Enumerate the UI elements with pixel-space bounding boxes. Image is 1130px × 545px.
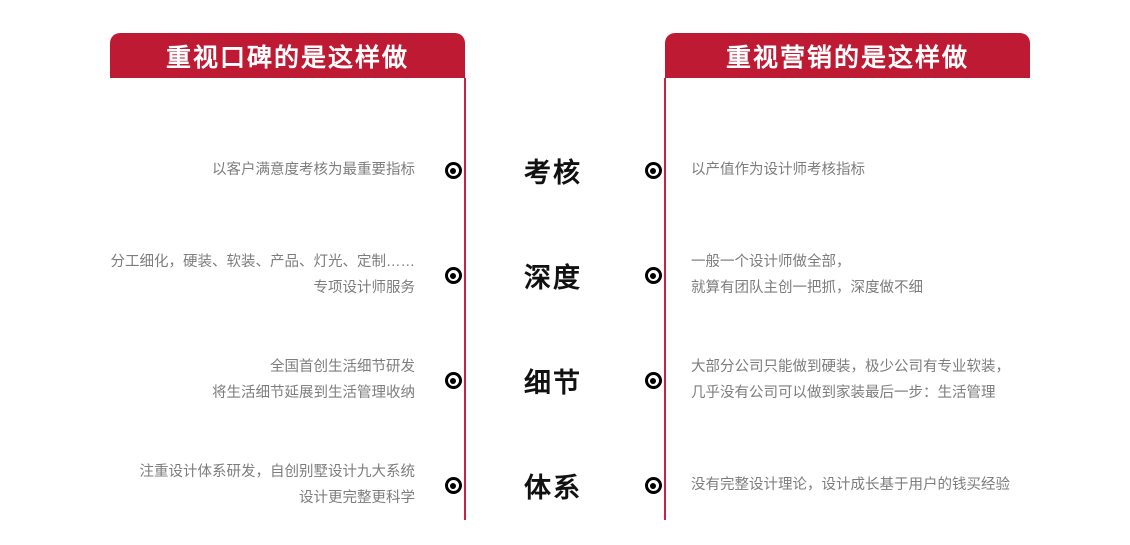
target-dot-icon — [644, 477, 662, 494]
target-dot-icon — [444, 372, 462, 389]
row-right-text: 以产值作为设计师考核指标 — [666, 158, 1130, 183]
target-dot-icon — [644, 267, 662, 284]
header-banner-right: 重视营销的是这样做 — [665, 33, 1030, 78]
row-category-label: 深度 — [524, 263, 582, 293]
spine-line-right — [664, 78, 666, 520]
header-banner-left: 重视口碑的是这样做 — [110, 33, 465, 78]
row-left-text: 以客户满意度考核为最重要指标 — [0, 158, 440, 183]
row-right-line: 就算有团队主创一把抓，深度做不细 — [691, 279, 923, 296]
row-left-line: 设计更完整更科学 — [299, 489, 415, 506]
row-category-label: 考核 — [524, 158, 582, 188]
row-left-line: 全国首创生活细节研发 — [270, 359, 415, 376]
marker-slot-left — [440, 372, 466, 389]
target-dot-icon — [644, 372, 662, 389]
row-right-text: 没有完整设计理论，设计成长基于用户的钱买经验 — [666, 473, 1130, 498]
row-category-label: 体系 — [524, 473, 582, 503]
table-row: 分工细化，硬装、软装、产品、灯光、定制…… 专项设计师服务 深度 一般一个设计师… — [0, 223, 1130, 328]
row-right-line: 几乎没有公司可以做到家装最后一步：生活管理 — [691, 384, 996, 401]
target-dot-icon — [444, 162, 462, 179]
comparison-rows: 以客户满意度考核为最重要指标 考核 以产值作为设计师考核指标 分工细化，硬装、软… — [0, 118, 1130, 538]
marker-slot-right — [640, 267, 666, 284]
row-right-line: 一般一个设计师做全部， — [691, 254, 851, 271]
row-left-line: 将生活细节延展到生活管理收纳 — [212, 384, 415, 401]
row-left-text: 分工细化，硬装、软装、产品、灯光、定制…… 专项设计师服务 — [0, 250, 440, 301]
row-category-label: 细节 — [524, 368, 582, 398]
marker-slot-right — [640, 372, 666, 389]
row-left-line: 以客户满意度考核为最重要指标 — [212, 161, 415, 178]
row-right-text: 一般一个设计师做全部， 就算有团队主创一把抓，深度做不细 — [666, 250, 1130, 301]
row-right-line: 以产值作为设计师考核指标 — [691, 161, 865, 178]
marker-slot-left — [440, 267, 466, 284]
row-left-text: 全国首创生活细节研发 将生活细节延展到生活管理收纳 — [0, 355, 440, 406]
table-row: 以客户满意度考核为最重要指标 考核 以产值作为设计师考核指标 — [0, 118, 1130, 223]
marker-slot-left — [440, 162, 466, 179]
target-dot-icon — [644, 162, 662, 179]
row-right-line: 没有完整设计理论，设计成长基于用户的钱买经验 — [691, 476, 1010, 493]
spine-line-left — [464, 78, 466, 520]
header-banner-right-label: 重视营销的是这样做 — [725, 43, 969, 72]
marker-slot-right — [640, 162, 666, 179]
row-left-line: 注重设计体系研发，自创别墅设计九大系统 — [139, 464, 416, 481]
table-row: 全国首创生活细节研发 将生活细节延展到生活管理收纳 细节 大部分公司只能做到硬装… — [0, 328, 1130, 433]
target-dot-icon — [444, 477, 462, 494]
row-right-line: 大部分公司只能做到硬装，极少公司有专业软装， — [691, 359, 1010, 376]
marker-slot-left — [440, 477, 466, 494]
target-dot-icon — [444, 267, 462, 284]
row-left-line: 分工细化，硬装、软装、产品、灯光、定制…… — [110, 254, 416, 271]
marker-slot-right — [640, 477, 666, 494]
table-row: 注重设计体系研发，自创别墅设计九大系统 设计更完整更科学 体系 没有完整设计理论… — [0, 433, 1130, 538]
row-right-text: 大部分公司只能做到硬装，极少公司有专业软装， 几乎没有公司可以做到家装最后一步：… — [666, 355, 1130, 406]
row-left-line: 专项设计师服务 — [313, 279, 416, 296]
row-left-text: 注重设计体系研发，自创别墅设计九大系统 设计更完整更科学 — [0, 460, 440, 511]
header-banner-left-label: 重视口碑的是这样做 — [165, 43, 409, 72]
